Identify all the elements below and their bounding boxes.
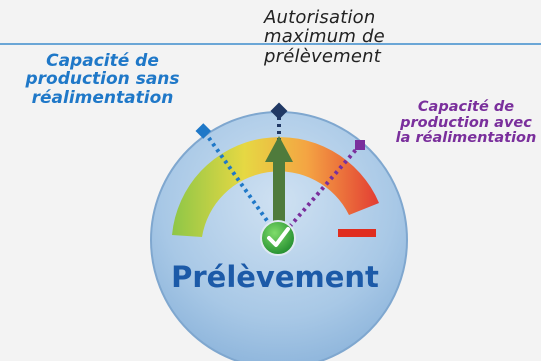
needle-arrowhead-icon	[265, 136, 293, 162]
marker-line-right	[283, 143, 362, 234]
marker-right-icon	[355, 140, 365, 150]
needle-shaft	[273, 160, 285, 232]
header-divider	[0, 43, 541, 45]
gauge-caption: Prélèvement	[171, 260, 379, 294]
marker-top-icon	[270, 102, 288, 120]
label-capacity-with-recharge: Capacité de production avec la réaliment…	[395, 99, 537, 147]
check-badge	[260, 220, 296, 256]
label-max-authorisation: Autorisation maximum de prélèvement	[264, 7, 385, 67]
marker-left-icon	[195, 123, 212, 139]
label-capacity-without-recharge: Capacité de production sans réalimentati…	[25, 51, 180, 108]
max-tick-icon	[338, 229, 376, 237]
check-icon	[267, 227, 290, 247]
